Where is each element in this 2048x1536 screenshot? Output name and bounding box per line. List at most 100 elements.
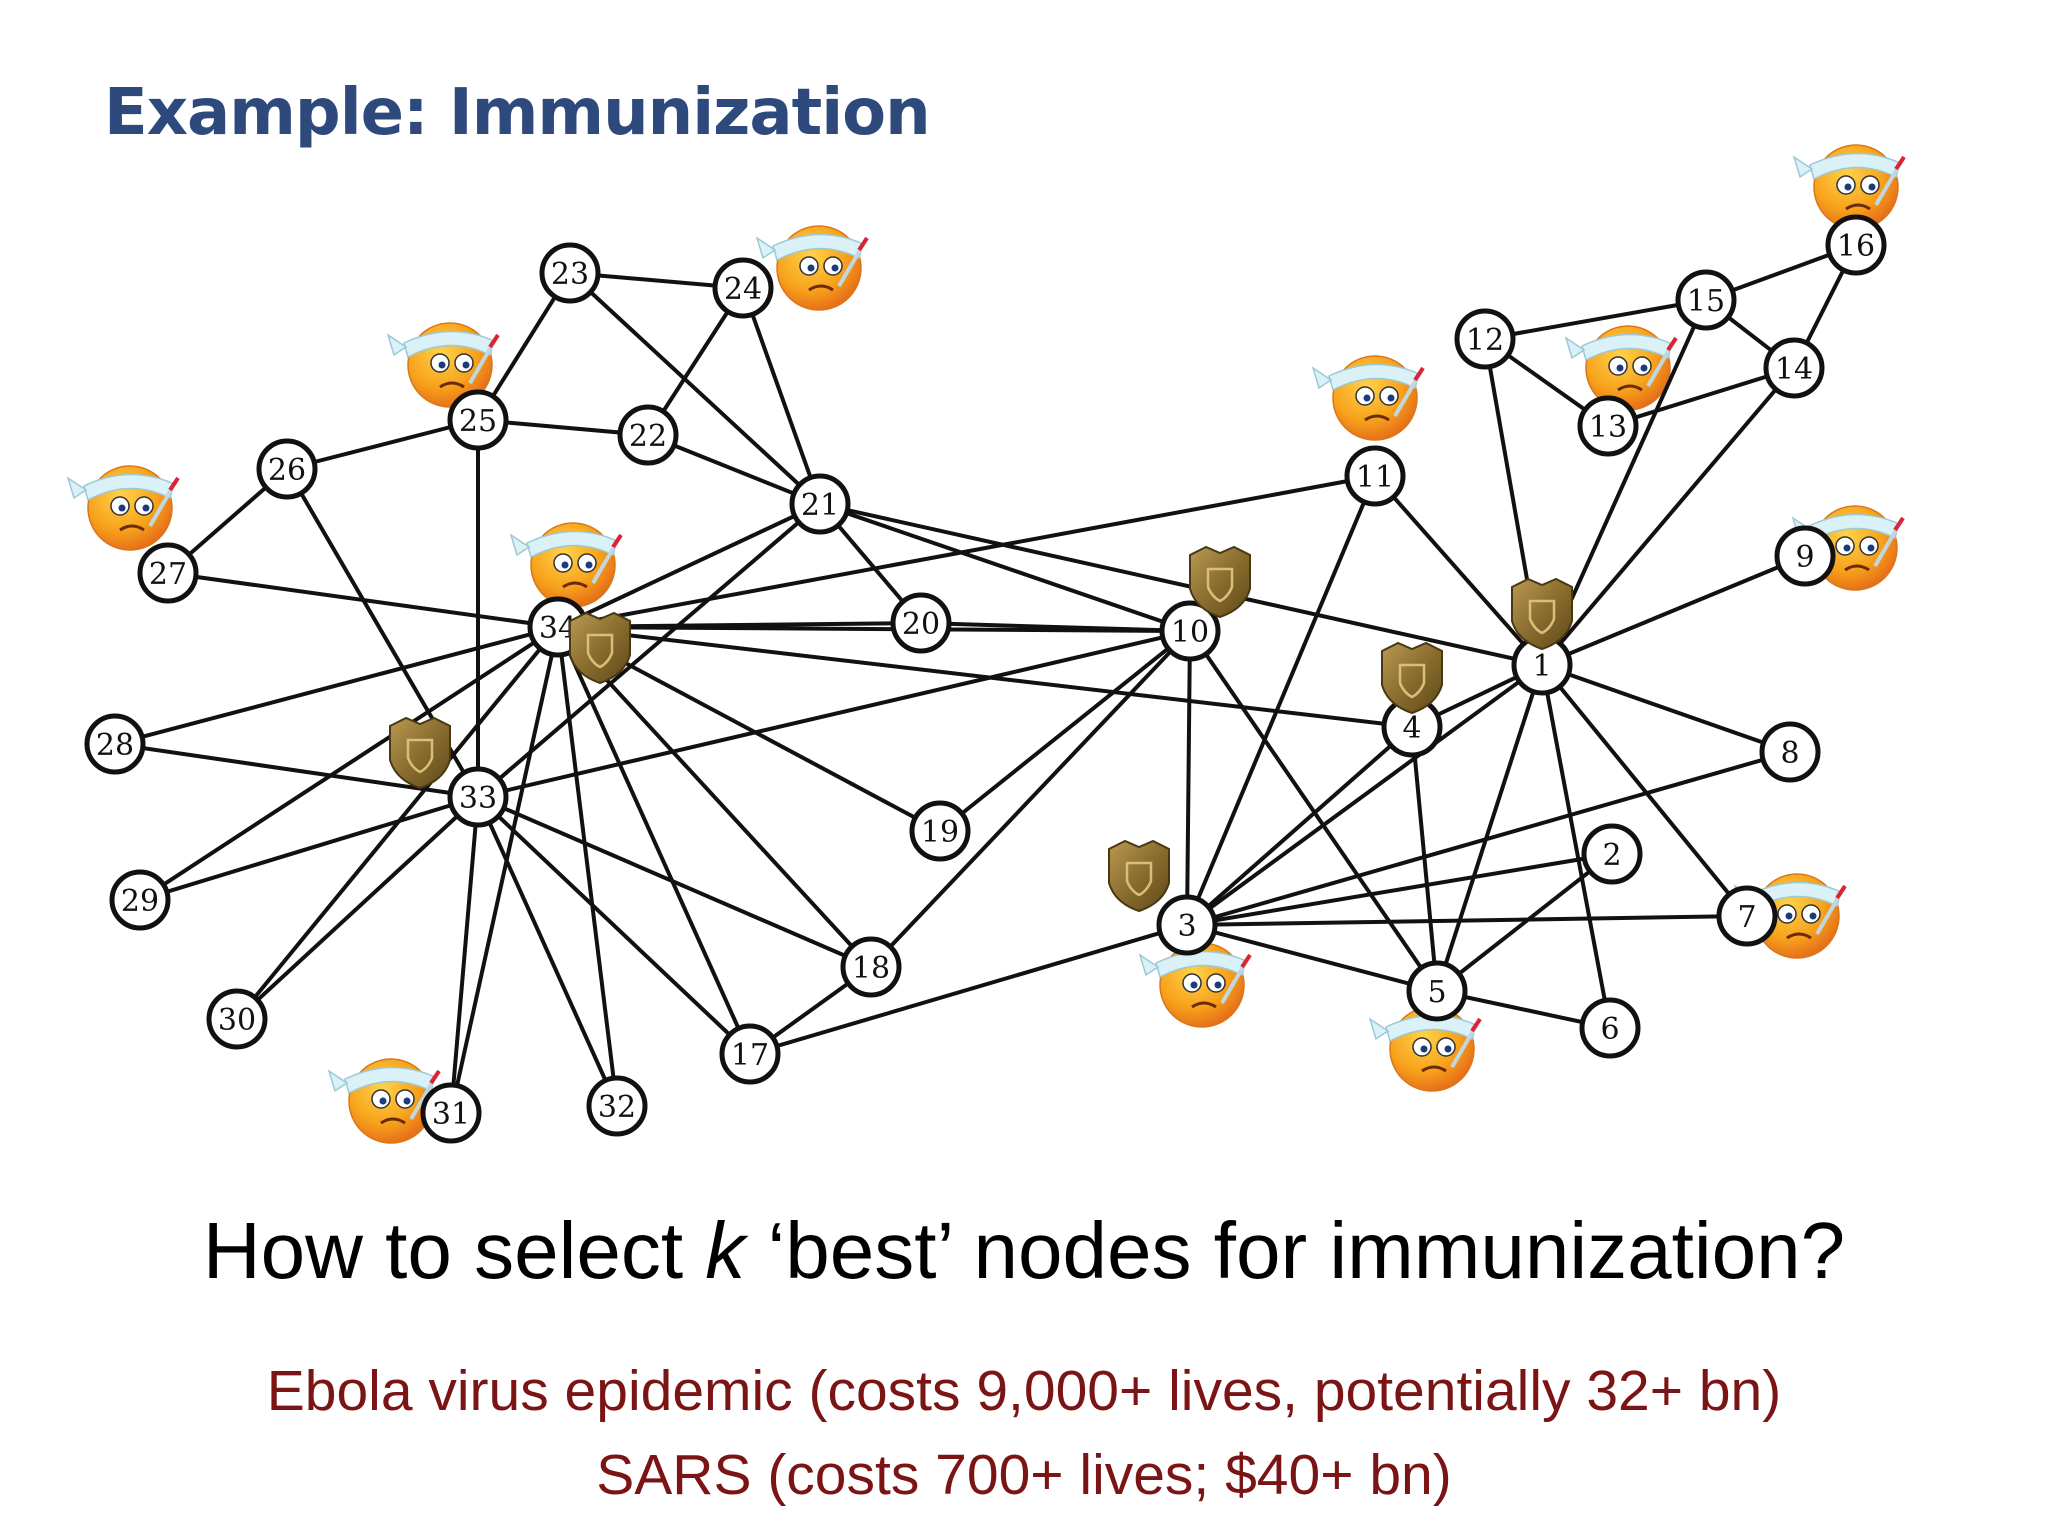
edge-3-8 (1186, 750, 1791, 927)
sick-face-icon (755, 225, 869, 311)
node-label-6: 6 (1600, 1012, 1619, 1047)
node-28: 28 (84, 713, 146, 775)
node-label-11: 11 (1356, 460, 1394, 495)
sick-face-icon (1733, 873, 1847, 959)
edge-32-33 (476, 796, 619, 1107)
shield-icon (1381, 641, 1443, 715)
edge-1-6 (1540, 664, 1612, 1029)
immunization-shields (389, 545, 1573, 913)
edge-4-5 (1410, 726, 1439, 992)
edge-1-5 (1435, 664, 1544, 992)
node-label-24: 24 (724, 272, 762, 307)
edge-17-3 (749, 923, 1188, 1056)
edge-29-33 (139, 795, 479, 902)
node-16: 16 (1825, 214, 1887, 276)
node-19: 19 (909, 800, 971, 862)
node-label-19: 19 (921, 815, 959, 850)
node-label-20: 20 (902, 607, 940, 642)
edge-33-10 (477, 629, 1191, 799)
sick-face-icon (1311, 355, 1425, 441)
sars-note: SARS (costs 700+ lives; $40+ bn) (596, 1443, 1452, 1507)
node-8: 8 (1759, 721, 1821, 783)
node-12: 12 (1454, 308, 1516, 370)
node-7: 7 (1716, 885, 1778, 947)
node-label-4: 4 (1402, 711, 1421, 746)
edge-11-1 (1373, 474, 1544, 667)
node-20: 20 (890, 592, 952, 654)
node-label-30: 30 (218, 1003, 256, 1038)
node-33: 33 (447, 766, 509, 828)
node-29: 29 (109, 869, 171, 931)
node-18: 18 (840, 936, 902, 998)
node-label-25: 25 (459, 404, 497, 439)
question-k: k (705, 1206, 746, 1295)
node-label-21: 21 (801, 488, 839, 523)
edge-34-10 (557, 625, 1191, 633)
node-label-26: 26 (268, 453, 306, 488)
node-label-18: 18 (852, 951, 890, 986)
node-14: 14 (1763, 337, 1825, 399)
edge-3-5 (1186, 923, 1438, 993)
node-label-7: 7 (1737, 900, 1756, 935)
node-24: 24 (712, 257, 774, 319)
node-11: 11 (1344, 445, 1406, 507)
node-31: 31 (420, 1082, 482, 1144)
edge-10-5 (1188, 629, 1439, 993)
edge-25-26 (286, 418, 479, 471)
edge-23-21 (568, 271, 822, 506)
edge-1-14 (1540, 366, 1796, 667)
edge-30-33 (235, 795, 480, 1021)
edge-21-10 (819, 502, 1191, 633)
node-9: 9 (1774, 525, 1836, 587)
node-label-3: 3 (1177, 909, 1196, 944)
edge-20-10 (920, 621, 1191, 633)
node-label-12: 12 (1466, 323, 1504, 358)
edge-32-34 (556, 626, 619, 1107)
sick-face-icon (1791, 505, 1905, 591)
node-label-23: 23 (551, 257, 589, 292)
shield-icon (389, 716, 451, 790)
edge-10-3 (1185, 630, 1192, 926)
edge-12-15 (1484, 298, 1707, 341)
node-17: 17 (719, 1023, 781, 1085)
edge-11-34 (557, 474, 1376, 629)
node-label-9: 9 (1795, 540, 1814, 575)
edge-33-18 (477, 795, 872, 969)
slide-title: Example: Immunization (104, 76, 931, 150)
edge-3-2 (1186, 852, 1613, 927)
sick-face-icon (327, 1058, 441, 1144)
node-6: 6 (1579, 997, 1641, 1059)
question-suffix: ‘best’ nodes for immunization? (745, 1206, 1846, 1295)
node-26: 26 (256, 438, 318, 500)
edge-1-9 (1541, 554, 1806, 667)
infected-faces (66, 144, 1906, 1144)
node-2: 2 (1581, 823, 1643, 885)
node-label-17: 17 (731, 1038, 769, 1073)
node-label-27: 27 (149, 557, 187, 592)
node-label-14: 14 (1775, 352, 1813, 387)
node-label-10: 10 (1171, 615, 1209, 650)
ebola-note: Ebola virus epidemic (costs 9,000+ lives… (266, 1359, 1782, 1423)
question-prefix: How to select (202, 1206, 706, 1295)
shield-icon (1108, 839, 1170, 913)
edge-21-1 (819, 502, 1543, 667)
node-label-8: 8 (1780, 736, 1799, 771)
sick-face-icon (1792, 144, 1906, 230)
edge-3-7 (1186, 914, 1748, 927)
node-15: 15 (1675, 269, 1737, 331)
node-label-32: 32 (598, 1090, 636, 1125)
edge-31-33 (449, 796, 480, 1114)
sick-face-icon (509, 522, 623, 608)
node-label-22: 22 (629, 419, 667, 454)
node-label-28: 28 (96, 728, 134, 763)
edge-29-34 (138, 625, 560, 902)
node-10: 10 (1159, 600, 1221, 662)
node-21: 21 (789, 473, 851, 535)
node-32: 32 (586, 1075, 648, 1137)
edge-13-14 (1607, 366, 1795, 428)
shield-icon (569, 611, 631, 685)
edge-34-21 (557, 502, 821, 629)
node-label-15: 15 (1687, 284, 1725, 319)
edge-30-34 (235, 625, 560, 1021)
